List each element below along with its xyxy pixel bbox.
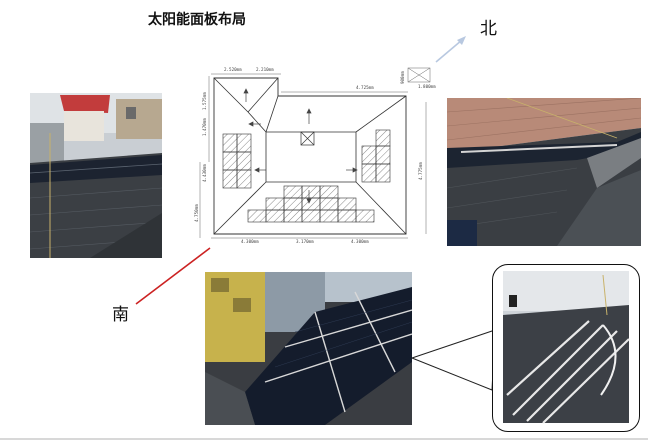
south-label: 南: [112, 305, 129, 325]
dim-left-3: 4.430mm: [202, 164, 207, 182]
north-arrow-head: [457, 36, 466, 45]
north-arrow: [435, 39, 463, 63]
south-line: [135, 247, 211, 305]
dim-right-1: 4.775mm: [418, 162, 423, 180]
dim-bottom-3: 4.300mm: [351, 239, 369, 244]
dim-left-1: 1.575mm: [202, 92, 207, 110]
panels-east: [361, 129, 391, 183]
north-label: 北: [480, 19, 497, 39]
dim-left-2: 1.470mm: [202, 118, 207, 136]
dim-top-2: 2.210mm: [256, 67, 274, 72]
dim-top-3: 4.725mm: [356, 85, 374, 90]
panels-south: [247, 185, 375, 223]
callout-pointer: [411, 329, 496, 391]
photo-roof-right: [447, 98, 641, 246]
dim-left-4: 4.750mm: [194, 204, 199, 222]
dim-inset-0: 900mm: [400, 71, 405, 84]
dim-bottom-2: 3.170mm: [296, 239, 314, 244]
photo-solar-array: [205, 272, 412, 425]
bottom-rule: [0, 438, 648, 440]
dim-inset-1: 1.800mm: [418, 84, 436, 89]
photo-roof-left: [30, 93, 162, 258]
zoom-inset: [492, 264, 640, 432]
dim-bottom-1: 4.300mm: [241, 239, 259, 244]
dim-top-1: 2.520mm: [224, 67, 242, 72]
page-title: 太阳能面板布局: [148, 12, 246, 28]
panels-west: [222, 133, 252, 189]
roof-plan: 2.520mm 2.210mm 4.725mm 4.300mm 3.170mm …: [194, 67, 436, 244]
